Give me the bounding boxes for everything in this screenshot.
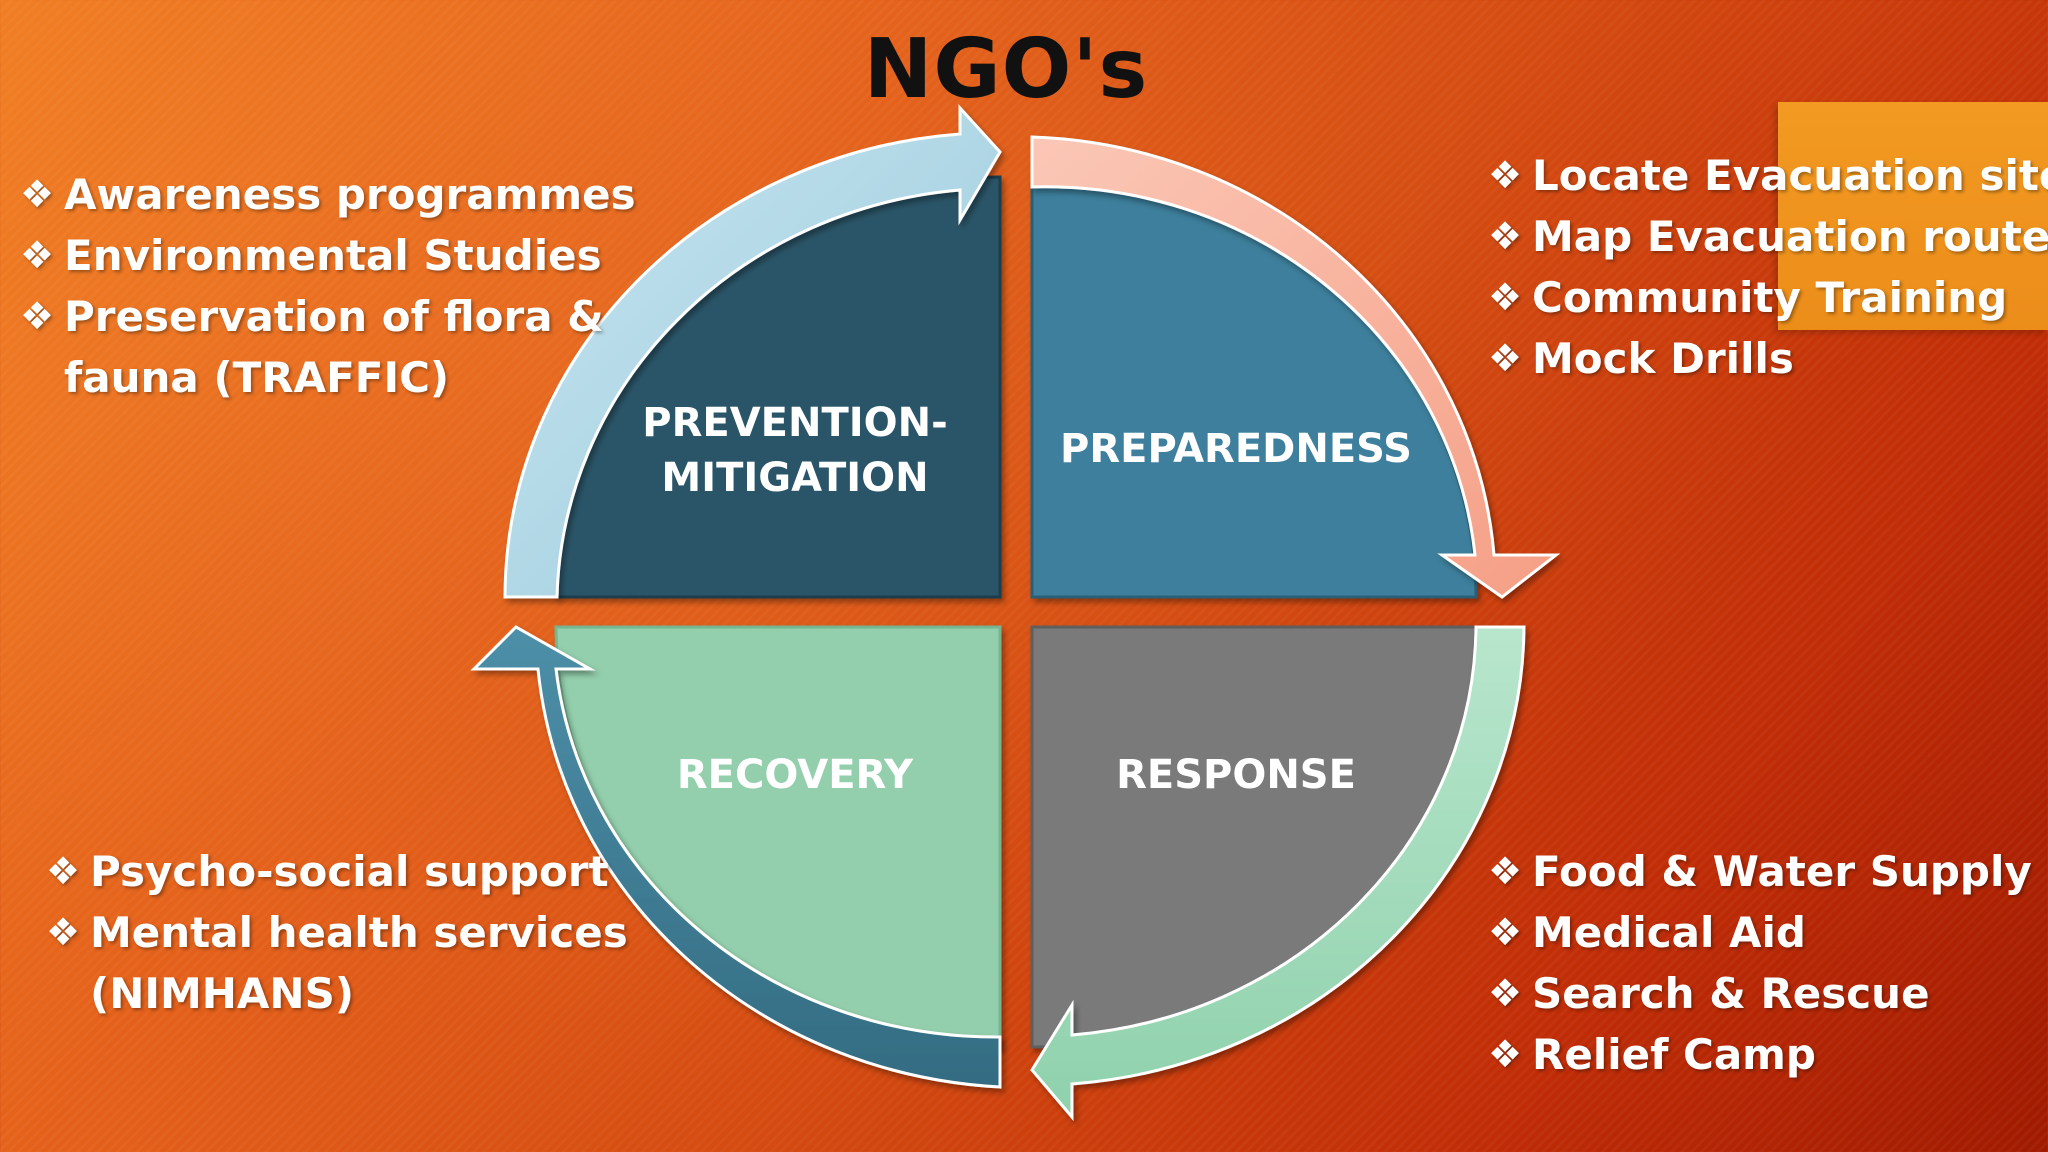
list-item: ❖Food & Water Supply	[1488, 841, 2032, 902]
list-item: ❖Awareness programmes	[20, 164, 636, 225]
list-item: ❖Preservation of flora &	[20, 286, 636, 347]
bullet-icon: ❖	[20, 172, 55, 216]
arrow-bottom-right	[1030, 625, 1526, 1122]
prevention-activities-list: ❖Awareness programmes ❖Environmental Stu…	[20, 164, 636, 408]
bullet-icon: ❖	[46, 849, 81, 893]
bullet-icon: ❖	[1488, 849, 1523, 893]
bullet-icon: ❖	[20, 294, 55, 338]
response-activities-list: ❖Food & Water Supply ❖Medical Aid ❖Searc…	[1488, 841, 2032, 1085]
bullet-icon: ❖	[1488, 153, 1523, 197]
label-preparedness: PREPAREDNESS	[1060, 426, 1412, 472]
bullet-icon: ❖	[20, 233, 55, 277]
cycle-arrows	[470, 104, 1561, 1122]
list-item: ❖Locate Evacuation sites	[1488, 145, 2048, 206]
bullet-icon: ❖	[1488, 910, 1523, 954]
list-item: ❖Mock Drills	[1488, 328, 2048, 389]
label-response: RESPONSE	[1116, 752, 1356, 798]
list-item-continuation: fauna (TRAFFIC)	[64, 353, 450, 402]
list-item: ❖Search & Rescue	[1488, 963, 2032, 1024]
list-item: ❖Medical Aid	[1488, 902, 2032, 963]
label-prevention-line1: PREVENTION-	[642, 400, 947, 446]
bullet-icon: ❖	[1488, 1032, 1523, 1076]
label-recovery: RECOVERY	[677, 752, 914, 798]
list-item: ❖Environmental Studies	[20, 225, 636, 286]
list-item: ❖Mental health services	[46, 902, 628, 963]
list-item: ❖Community Training	[1488, 267, 2048, 328]
list-item-continuation: (NIMHANS)	[90, 969, 355, 1018]
arrow-top-right	[1030, 135, 1561, 599]
list-item: ❖Relief Camp	[1488, 1024, 2032, 1085]
page-title: NGO's	[863, 22, 1149, 117]
segment-preparedness	[1030, 175, 1478, 599]
bullet-icon: ❖	[1488, 214, 1523, 258]
bullet-icon: ❖	[1488, 336, 1523, 380]
arrow-bottom-left	[470, 625, 1002, 1089]
list-item: ❖Psycho-social support	[46, 841, 628, 902]
list-item: ❖Map Evacuation routes	[1488, 206, 2048, 267]
bullet-icon: ❖	[1488, 275, 1523, 319]
recovery-activities-list: ❖Psycho-social support ❖Mental health se…	[46, 841, 628, 1024]
segments	[554, 175, 1478, 1049]
bullet-icon: ❖	[1488, 971, 1523, 1015]
label-prevention-line2: MITIGATION	[661, 455, 928, 501]
bullet-icon: ❖	[46, 910, 81, 954]
arrow-top-left	[503, 104, 1002, 599]
preparedness-activities-list: ❖Locate Evacuation sites ❖Map Evacuation…	[1488, 145, 2048, 389]
accent-box	[1778, 102, 2048, 330]
